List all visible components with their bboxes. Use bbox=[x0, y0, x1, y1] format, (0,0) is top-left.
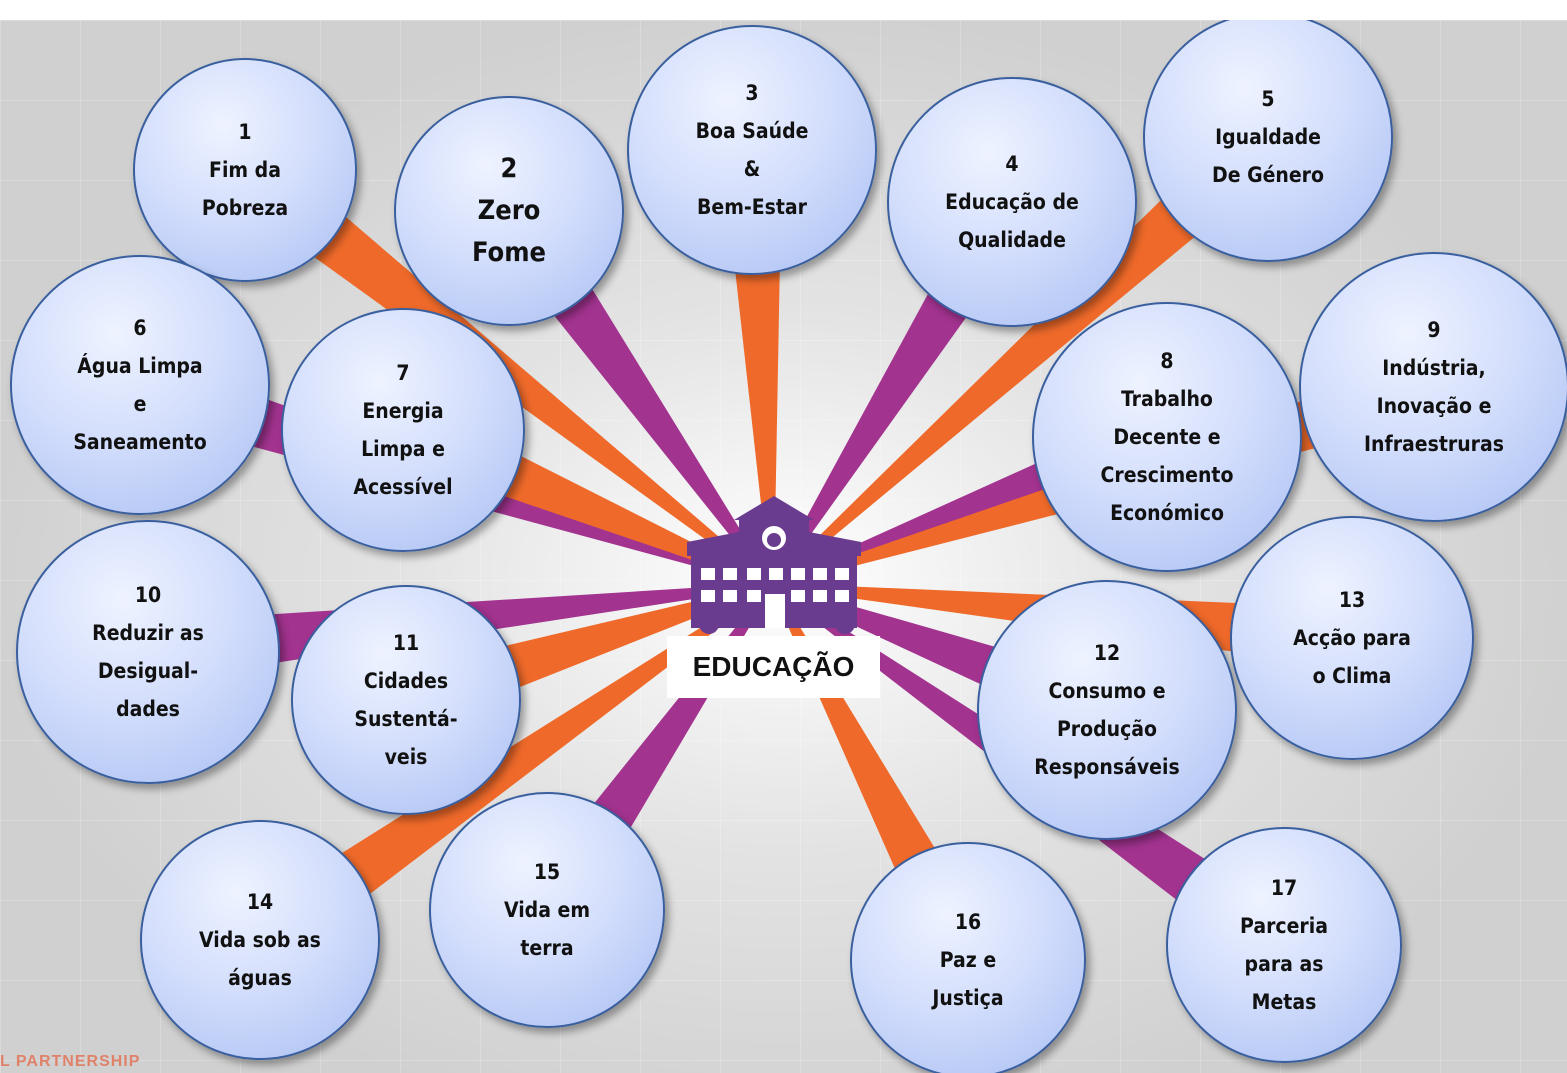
goal-number: 14 bbox=[246, 890, 274, 914]
goal-label-line: Trabalho bbox=[1121, 387, 1213, 411]
goal-number: 12 bbox=[1093, 641, 1121, 665]
center-label: EDUCAÇÃO bbox=[667, 636, 880, 698]
goal-label-line: Produção bbox=[1056, 717, 1158, 741]
goal-label-line: Energia bbox=[362, 399, 444, 423]
goal-label-line: terra bbox=[520, 936, 574, 960]
goal-label-line: Pobreza bbox=[201, 196, 289, 220]
goal-number: 1 bbox=[238, 120, 252, 144]
goal-label-line: Fome bbox=[472, 237, 546, 268]
goal-label-line: Limpa e bbox=[361, 437, 445, 461]
goal-label-line: Decente e bbox=[1113, 425, 1221, 449]
goal-number: 7 bbox=[396, 361, 410, 385]
school-building-icon bbox=[687, 496, 861, 634]
goal-label-line: Reduzir as bbox=[92, 621, 204, 645]
goal-label-line: Sustentá- bbox=[354, 707, 458, 731]
goal-label-line: Bem-Estar bbox=[696, 195, 807, 219]
goal-number: 11 bbox=[392, 631, 420, 655]
goal-label-line: Educação de bbox=[945, 190, 1079, 214]
goal-number: 10 bbox=[134, 583, 162, 607]
goal-number: 8 bbox=[1160, 349, 1174, 373]
goal-label-line: Acção para bbox=[1293, 626, 1411, 650]
goal-label-line: Água Limpa bbox=[77, 354, 203, 378]
goal-label-line: Igualdade bbox=[1215, 125, 1321, 149]
goal-label-line: e bbox=[133, 392, 147, 416]
goal-number: 5 bbox=[1261, 87, 1275, 111]
goal-label-line: Crescimento bbox=[1100, 463, 1234, 487]
goal-label-line: o Clima bbox=[1312, 664, 1392, 688]
goal-label-line: De Género bbox=[1212, 163, 1324, 187]
goal-label-line: veis bbox=[384, 745, 428, 769]
goal-label-line: Cidades bbox=[363, 669, 449, 693]
goal-label-line: Inovação e bbox=[1376, 394, 1492, 418]
goal-number: 3 bbox=[745, 81, 759, 105]
goal-number: 9 bbox=[1427, 318, 1441, 342]
goal-number: 15 bbox=[533, 860, 561, 884]
goal-label-line: para as bbox=[1244, 952, 1324, 976]
goal-label-line: Acessível bbox=[353, 475, 453, 499]
goal-number: 13 bbox=[1338, 588, 1366, 612]
goal-number: 6 bbox=[133, 316, 147, 340]
goal-number: 2 bbox=[500, 153, 518, 184]
goal-number: 17 bbox=[1270, 876, 1298, 900]
footer-watermark-text: L PARTNERSHIP bbox=[0, 1053, 141, 1070]
goal-label-line: Paz e bbox=[939, 948, 997, 972]
ray-goal-5 bbox=[770, 114, 1289, 587]
goal-label-line: Parceria bbox=[1240, 914, 1328, 938]
goal-number: 16 bbox=[954, 910, 982, 934]
goal-label-line: Fim da bbox=[209, 158, 281, 182]
goal-label-line: Indústria, bbox=[1382, 356, 1486, 380]
goal-label-line: Qualidade bbox=[958, 228, 1066, 252]
goal-label-line: Consumo e bbox=[1048, 679, 1166, 703]
goal-label-line: Responsáveis bbox=[1034, 755, 1180, 779]
goal-label-line: Metas bbox=[1251, 990, 1317, 1014]
goal-label-line: Justiça bbox=[932, 986, 1004, 1010]
goal-label-line: Saneamento bbox=[73, 430, 207, 454]
ray-goal-14 bbox=[242, 583, 774, 965]
goal-label-line: águas bbox=[228, 966, 292, 990]
goal-label-line: Infraestruras bbox=[1364, 432, 1504, 456]
goal-label-line: Vida sob as bbox=[199, 928, 321, 952]
goal-label-line: & bbox=[743, 157, 761, 181]
goal-label-line: Boa Saúde bbox=[695, 119, 809, 143]
goal-label-line: Vida em bbox=[503, 898, 591, 922]
goal-label-line: Económico bbox=[1110, 501, 1224, 525]
goal-label-line: Zero bbox=[477, 195, 541, 226]
goal-label-line: dades bbox=[116, 697, 180, 721]
goal-label-line: Desigual- bbox=[97, 659, 199, 683]
goal-number: 4 bbox=[1005, 152, 1019, 176]
